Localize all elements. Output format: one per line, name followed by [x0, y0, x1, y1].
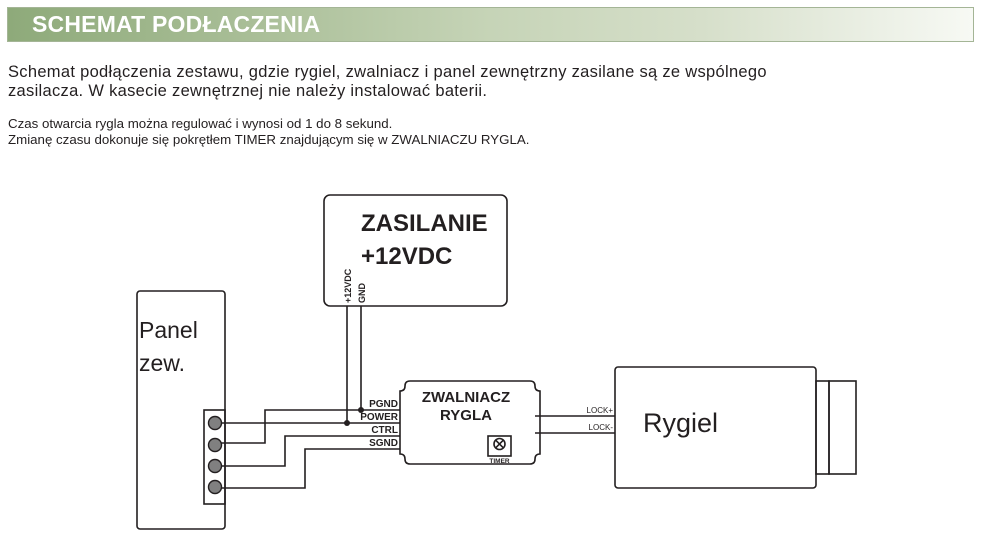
terminal-block [203, 409, 226, 505]
pin-label-gnd: GND [357, 283, 367, 304]
wire-ctrl [218, 435, 400, 467]
intro-line-2: zasilacza. W kasecie zewnętrznej nie nal… [8, 82, 488, 100]
power-supply-box [323, 194, 508, 307]
bolt-tongue-outer [828, 380, 857, 475]
input-label-sgnd: SGND [369, 438, 398, 449]
panel-terminal-3 [207, 458, 223, 474]
bolt-tongue-inner [815, 380, 830, 475]
pin-label-12vdc: +12VDC [343, 268, 353, 303]
input-label-power: POWER [360, 412, 399, 423]
power-supply-title-1: ZASILANIE [361, 210, 488, 237]
note-line-2: Zmianę czasu dokonuje się pokrętłem TIME… [8, 132, 530, 147]
panel-terminal-4 [207, 479, 223, 495]
timer-box [487, 435, 512, 457]
bolt-label: Rygiel [643, 408, 718, 438]
input-label-ctrl: CTRL [371, 425, 398, 436]
panel-terminal-1 [207, 415, 223, 431]
output-label-lock-plus: LOCK+ [587, 406, 614, 415]
panel-terminal-2 [207, 437, 223, 453]
power-supply-title-2: +12VDC [361, 243, 452, 270]
section-title: SCHEMAT PODŁACZENIA [32, 11, 321, 37]
input-label-pgnd: PGND [369, 399, 398, 410]
lock-release-title-1: ZWALNIACZ [422, 389, 510, 406]
intro-line-1: Schemat podłączenia zestawu, gdzie rygie… [8, 63, 767, 81]
timer-knob-icon [493, 437, 506, 451]
wire-sgnd [218, 448, 400, 489]
intro-paragraph: Schemat podłączenia zestawu, gdzie rygie… [8, 63, 767, 101]
timer-label: TIMER [489, 458, 510, 465]
lock-release-box [399, 380, 541, 465]
note-line-1: Czas otwarcia rygla można regulować i wy… [8, 116, 393, 131]
wire-pgnd [218, 409, 400, 444]
junction-12v-power [344, 420, 350, 426]
lock-release-title-2: RYGLA [440, 407, 492, 424]
timer-note: Czas otwarcia rygla można regulować i wy… [8, 116, 529, 148]
panel-label-2: zew. [139, 350, 185, 376]
section-header-bar: SCHEMAT PODŁACZENIA [7, 7, 974, 42]
output-label-lock-minus: LOCK- [589, 423, 614, 432]
junction-gnd-pgnd [358, 407, 364, 413]
panel-label-1: Panel [139, 317, 198, 343]
